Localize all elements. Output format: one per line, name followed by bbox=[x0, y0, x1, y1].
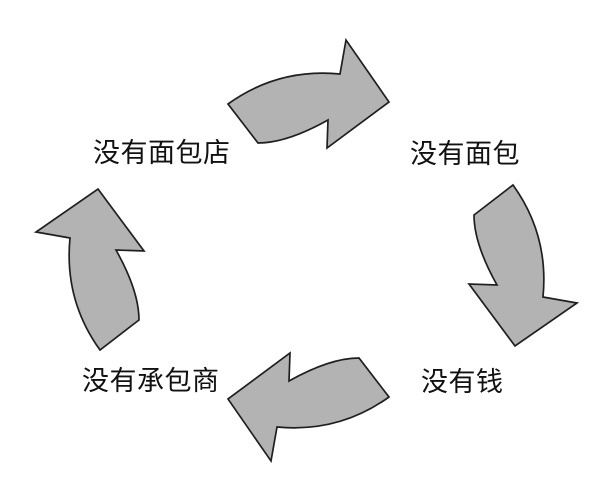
arrow-bottom-icon bbox=[227, 352, 390, 462]
arrow-top-icon bbox=[227, 39, 390, 149]
arrow-right-icon bbox=[468, 184, 578, 347]
node-label-no-bakery: 没有面包店 bbox=[93, 138, 231, 168]
node-label-no-bread: 没有面包 bbox=[410, 139, 520, 169]
arrow-left-icon bbox=[35, 188, 145, 351]
node-label-no-money: 没有钱 bbox=[421, 367, 504, 397]
node-label-no-contractor: 没有承包商 bbox=[82, 366, 220, 396]
